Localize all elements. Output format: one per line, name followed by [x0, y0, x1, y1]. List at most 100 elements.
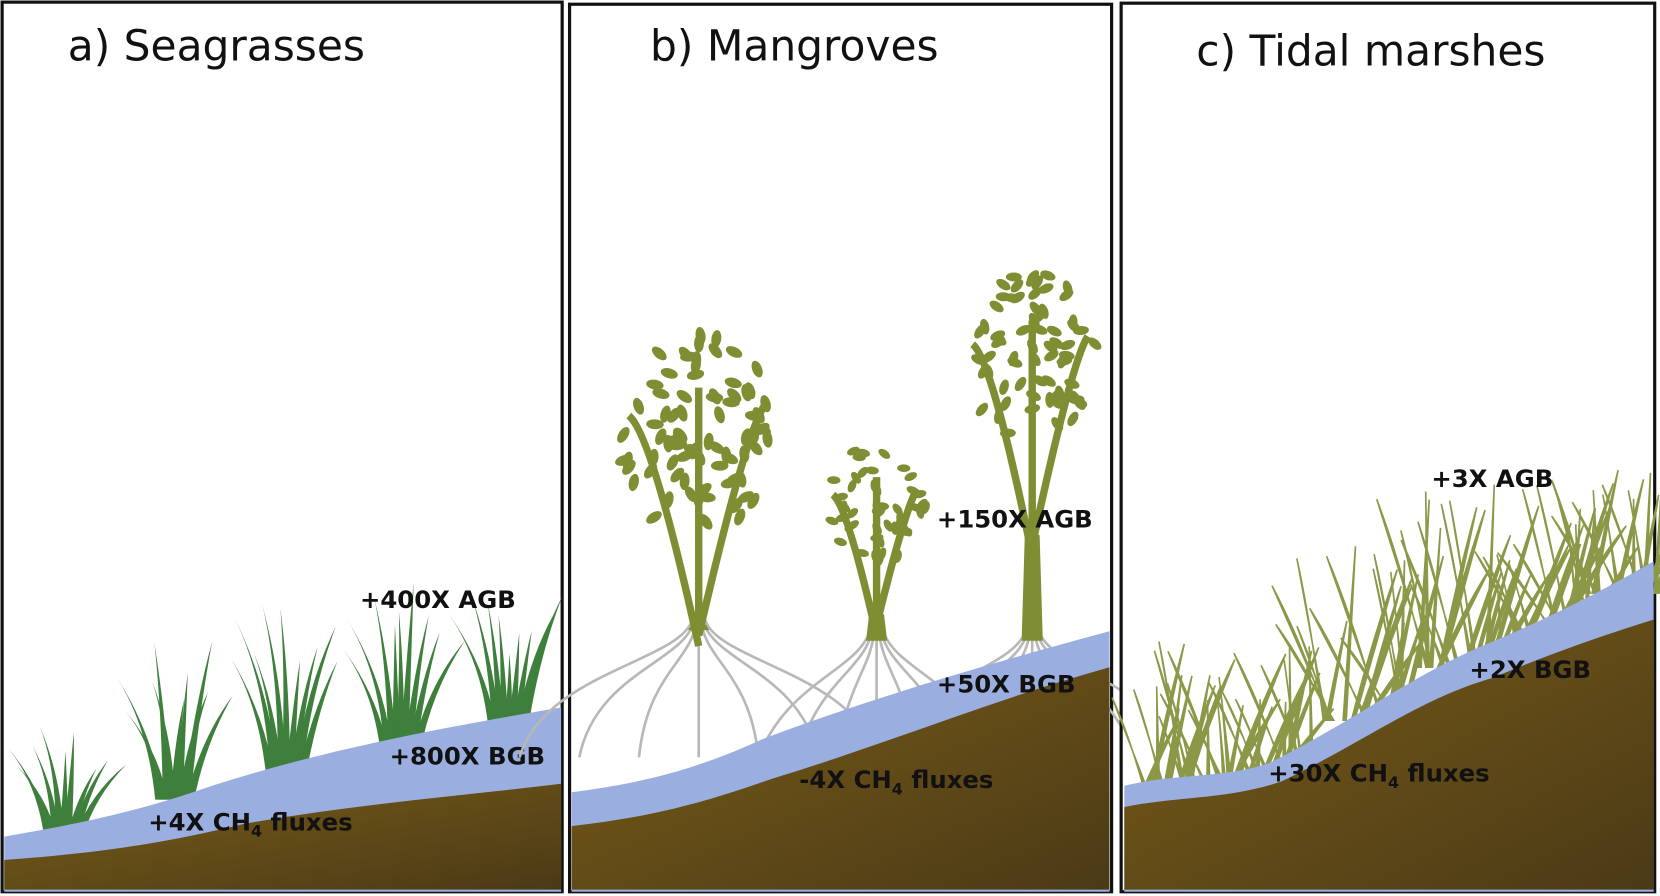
leaf — [1073, 325, 1089, 336]
leaf — [739, 445, 750, 463]
leaf — [698, 492, 716, 503]
marsh-grass — [1111, 469, 1660, 790]
grass-blade — [1167, 651, 1226, 790]
leaf — [666, 454, 679, 471]
grass-blade — [1496, 554, 1519, 637]
leaf — [827, 476, 841, 485]
leaf — [708, 441, 725, 454]
grass-blade — [1521, 488, 1561, 637]
leaf — [708, 343, 723, 359]
leaf — [872, 522, 882, 535]
grass-blade — [1375, 498, 1431, 669]
grass-blade — [1474, 551, 1524, 637]
leaf — [651, 346, 667, 361]
leaf — [1000, 396, 1012, 411]
leaf — [999, 428, 1016, 438]
leaf — [981, 350, 996, 363]
leaf — [754, 423, 771, 436]
leaf — [899, 527, 913, 535]
seagrass-blade — [515, 609, 557, 731]
grass-blade — [1602, 494, 1621, 594]
leaf — [695, 326, 706, 345]
grass-blade — [1275, 623, 1336, 721]
grass-blade — [1181, 697, 1211, 790]
leaf — [856, 448, 870, 457]
leaf — [989, 300, 1004, 313]
seagrass-blade — [253, 651, 283, 779]
leaf — [991, 334, 1007, 346]
leaf — [979, 318, 990, 335]
seagrass-blade — [227, 652, 275, 779]
leaf — [1029, 351, 1041, 367]
seagrass-clump — [4, 726, 127, 837]
leaf — [734, 508, 746, 526]
leaf — [883, 519, 894, 532]
seagrass-blade — [411, 641, 465, 755]
leaf — [740, 428, 752, 446]
grass-blade — [1653, 497, 1660, 594]
grass-blade — [1350, 569, 1399, 721]
seagrass-blade — [74, 764, 127, 837]
seagrass-blade — [116, 677, 164, 800]
agb-label: +150X AGB — [937, 504, 1093, 533]
panel-title: b) Mangroves — [650, 21, 939, 70]
leaf — [1005, 272, 1022, 282]
mangrove-trees — [518, 270, 1190, 769]
grass-blade — [1247, 706, 1273, 774]
grass-blade — [1111, 697, 1149, 790]
leaf — [711, 330, 722, 348]
leaf — [748, 425, 759, 444]
leaf — [1059, 339, 1076, 351]
leaf — [693, 449, 706, 466]
leaf — [751, 360, 763, 378]
soil-layer — [571, 667, 1110, 890]
panel-title: a) Seagrasses — [68, 21, 365, 70]
leaf — [708, 388, 721, 405]
seagrass-clump — [339, 582, 465, 755]
ch4-label: +4X CH4 fluxes — [148, 807, 352, 840]
seagrass-blade — [293, 626, 336, 779]
seagrass-clump — [444, 595, 563, 731]
leaf — [993, 408, 1004, 424]
leaf — [660, 405, 671, 423]
seagrass-blade — [374, 598, 397, 755]
leaf — [1043, 340, 1058, 353]
leaf — [893, 549, 902, 563]
leaf — [617, 427, 630, 443]
grass-blade — [1550, 515, 1600, 594]
leaf — [1046, 325, 1062, 337]
soil-layer — [4, 783, 562, 890]
leaf — [1024, 404, 1041, 414]
seagrass-blade — [511, 630, 532, 731]
seagrass-blade — [346, 617, 393, 755]
leaf — [971, 354, 986, 365]
leaf — [878, 448, 891, 459]
leaf — [890, 521, 899, 535]
seagrass-blade — [123, 708, 168, 800]
seagrass-blade — [289, 646, 318, 779]
leaf — [1007, 357, 1023, 368]
leaf — [691, 351, 702, 369]
leaf — [684, 486, 698, 503]
leaf — [913, 490, 927, 499]
leaf — [737, 491, 754, 503]
leaf — [643, 463, 658, 479]
bgb-label: +2X BGB — [1469, 655, 1591, 684]
grass-blade — [1141, 717, 1180, 790]
grass-blade — [1438, 509, 1486, 669]
ch4-label: +30X CH4 fluxes — [1268, 759, 1489, 792]
leaf — [1040, 270, 1056, 281]
leaf — [1041, 375, 1056, 387]
leaf — [721, 452, 739, 465]
leaf — [977, 364, 990, 379]
leaf — [835, 513, 849, 522]
grass-blade — [1577, 526, 1598, 594]
grass-blade — [1159, 693, 1211, 790]
leaf — [714, 406, 725, 424]
leaf — [663, 434, 674, 453]
agb-label: +3X AGB — [1431, 464, 1553, 493]
seagrass-blade — [4, 743, 53, 837]
leaf — [855, 549, 869, 558]
leaf — [633, 397, 645, 415]
